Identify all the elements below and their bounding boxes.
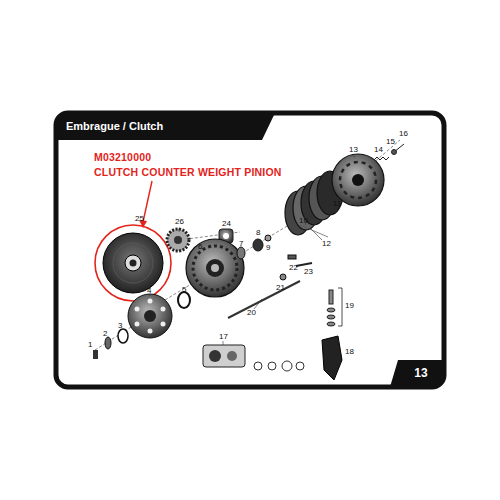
callout-number: 19	[345, 302, 354, 310]
callout-number: 20	[247, 309, 256, 317]
part-name: CLUTCH COUNTER WEIGHT PINION	[94, 167, 282, 178]
callout-number: 14	[374, 146, 383, 154]
callout-number: 13	[349, 146, 358, 154]
callout-number: 9	[266, 244, 270, 252]
callout-number: 16	[399, 130, 408, 138]
callout-number: 3	[118, 322, 122, 330]
callout-number: 12	[322, 240, 331, 248]
callout-number: 2	[103, 330, 107, 338]
callout-number: 8	[256, 229, 260, 237]
callout-number: 11	[333, 200, 341, 208]
part-number: M03210000	[94, 152, 151, 163]
callout-number: 7	[239, 240, 243, 248]
callout-number: 1	[88, 341, 92, 349]
callout-number: 25	[135, 215, 144, 223]
callout-number: 6	[198, 243, 202, 251]
page-number: 13	[414, 367, 427, 379]
callout-number: 26	[175, 218, 184, 226]
callout-number: 4	[147, 287, 151, 295]
callout-number: 15	[386, 138, 395, 146]
callout-number: 10	[299, 217, 308, 225]
callout-number: 21	[276, 284, 285, 292]
callout-number: 24	[222, 220, 231, 228]
callout-number: 22	[289, 264, 298, 272]
callout-number: 17	[219, 333, 228, 341]
callout-number: 5	[182, 286, 186, 294]
callout-number: 23	[304, 268, 313, 276]
page-title: Embrague / Clutch	[66, 121, 163, 132]
callout-number: 18	[345, 348, 354, 356]
